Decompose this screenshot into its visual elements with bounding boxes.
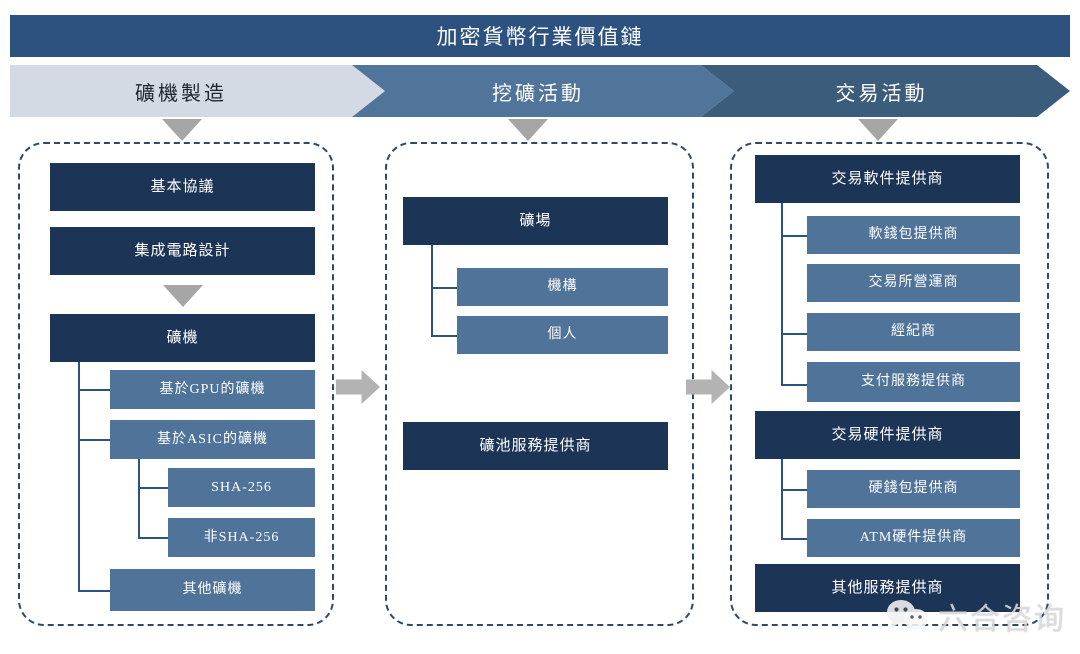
connector-asic-to-sha256: [138, 487, 168, 489]
node-institution[interactable]: 機構: [457, 268, 668, 306]
node-label: 交易所營運商: [868, 275, 959, 291]
stage-chevron-trading-activity[interactable]: 交易活動: [701, 65, 1070, 117]
node-label: ATM硬件提供商: [859, 530, 968, 546]
node-sha-256[interactable]: SHA-256: [168, 468, 315, 507]
node-payment-service-provider[interactable]: 支付服務提供商: [807, 362, 1020, 402]
page-title: 加密貨幣行業價值鏈: [10, 15, 1070, 57]
node-basic-protocol[interactable]: 基本協議: [50, 163, 315, 211]
connector-hardware-trunk: [781, 459, 783, 539]
node-label: 非SHA-256: [203, 529, 280, 545]
node-broker[interactable]: 經紀商: [807, 313, 1020, 351]
panel-trading-activity: [730, 142, 1049, 626]
down-arrow-icon-right: [858, 119, 898, 141]
connector-minefarm-to-inst: [431, 287, 457, 289]
node-label: 支付服務提供商: [861, 374, 966, 390]
node-exchange-operator[interactable]: 交易所營運商: [807, 264, 1020, 302]
node-label: 經紀商: [891, 324, 936, 340]
connector-software-to-broker: [781, 333, 807, 335]
node-mining-machine[interactable]: 礦機: [50, 314, 315, 362]
node-other-miners[interactable]: 其他礦機: [110, 569, 315, 611]
node-gpu-based-miner[interactable]: 基於GPU的礦機: [110, 370, 315, 409]
node-label: 基於ASIC的礦機: [157, 431, 268, 447]
node-label: 基本協議: [150, 178, 215, 195]
node-label: 其他服務提供商: [831, 579, 944, 596]
down-arrow-icon-left: [162, 119, 202, 141]
stage-label: 挖礦活動: [492, 82, 584, 105]
stage-chevron-mining-machine-manufacture[interactable]: 礦機製造: [10, 65, 385, 117]
panel-mining-machine-manufacture: [18, 142, 334, 626]
flow-arrow-icon-left-to-middle: [336, 370, 380, 404]
node-hard-wallet-provider[interactable]: 硬錢包提供商: [807, 470, 1020, 508]
node-label: 個人: [547, 327, 578, 343]
stage-chevron-mining-activity[interactable]: 挖礦活動: [352, 65, 734, 117]
node-label: 交易軟件提供商: [831, 170, 944, 187]
node-mining-pool-service-provider[interactable]: 礦池服務提供商: [403, 422, 668, 470]
connector-miner-to-other: [78, 590, 110, 592]
node-label: SHA-256: [211, 479, 272, 495]
node-label: 其他礦機: [182, 582, 243, 598]
connector-hardware-to-hwwallet: [781, 489, 807, 491]
connector-miner-to-gpu: [78, 389, 110, 391]
node-atm-hardware-provider[interactable]: ATM硬件提供商: [807, 519, 1020, 557]
connector-minefarm-trunk: [431, 245, 433, 335]
connector-asic-trunk: [138, 459, 140, 538]
connector-miner-trunk: [78, 362, 80, 591]
node-trading-software-provider[interactable]: 交易軟件提供商: [755, 155, 1020, 203]
node-label: 礦機: [166, 329, 199, 346]
node-label: 交易硬件提供商: [831, 426, 944, 443]
node-label: 硬錢包提供商: [868, 481, 959, 497]
stage-label: 礦機製造: [135, 82, 227, 105]
node-label: 軟錢包提供商: [868, 227, 959, 243]
connector-hardware-to-atm: [781, 538, 807, 540]
page-title-text: 加密貨幣行業價值鏈: [436, 25, 644, 49]
node-soft-wallet-provider[interactable]: 軟錢包提供商: [807, 216, 1020, 254]
node-label: 礦池服務提供商: [479, 437, 592, 454]
node-label: 集成電路設計: [134, 242, 231, 259]
node-trading-hardware-provider[interactable]: 交易硬件提供商: [755, 411, 1020, 459]
connector-software-to-wallet: [781, 235, 807, 237]
node-asic-based-miner[interactable]: 基於ASIC的礦機: [110, 420, 315, 459]
node-individual[interactable]: 個人: [457, 316, 668, 354]
node-non-sha-256[interactable]: 非SHA-256: [168, 518, 315, 557]
node-label: 礦場: [519, 212, 552, 229]
connector-asic-to-nonsha256: [138, 537, 168, 539]
connector-miner-to-asic: [78, 439, 110, 441]
node-other-service-provider[interactable]: 其他服務提供商: [755, 564, 1020, 612]
node-mine-farm[interactable]: 礦場: [403, 197, 668, 245]
connector-software-to-payment: [781, 384, 807, 386]
node-label: 基於GPU的礦機: [159, 381, 266, 397]
connector-minefarm-to-indiv: [431, 335, 457, 337]
stage-label: 交易活動: [835, 82, 928, 105]
node-ic-design[interactable]: 集成電路設計: [50, 227, 315, 275]
node-label: 機構: [547, 279, 578, 295]
connector-software-trunk: [781, 203, 783, 385]
down-arrow-icon-middle: [508, 119, 548, 141]
